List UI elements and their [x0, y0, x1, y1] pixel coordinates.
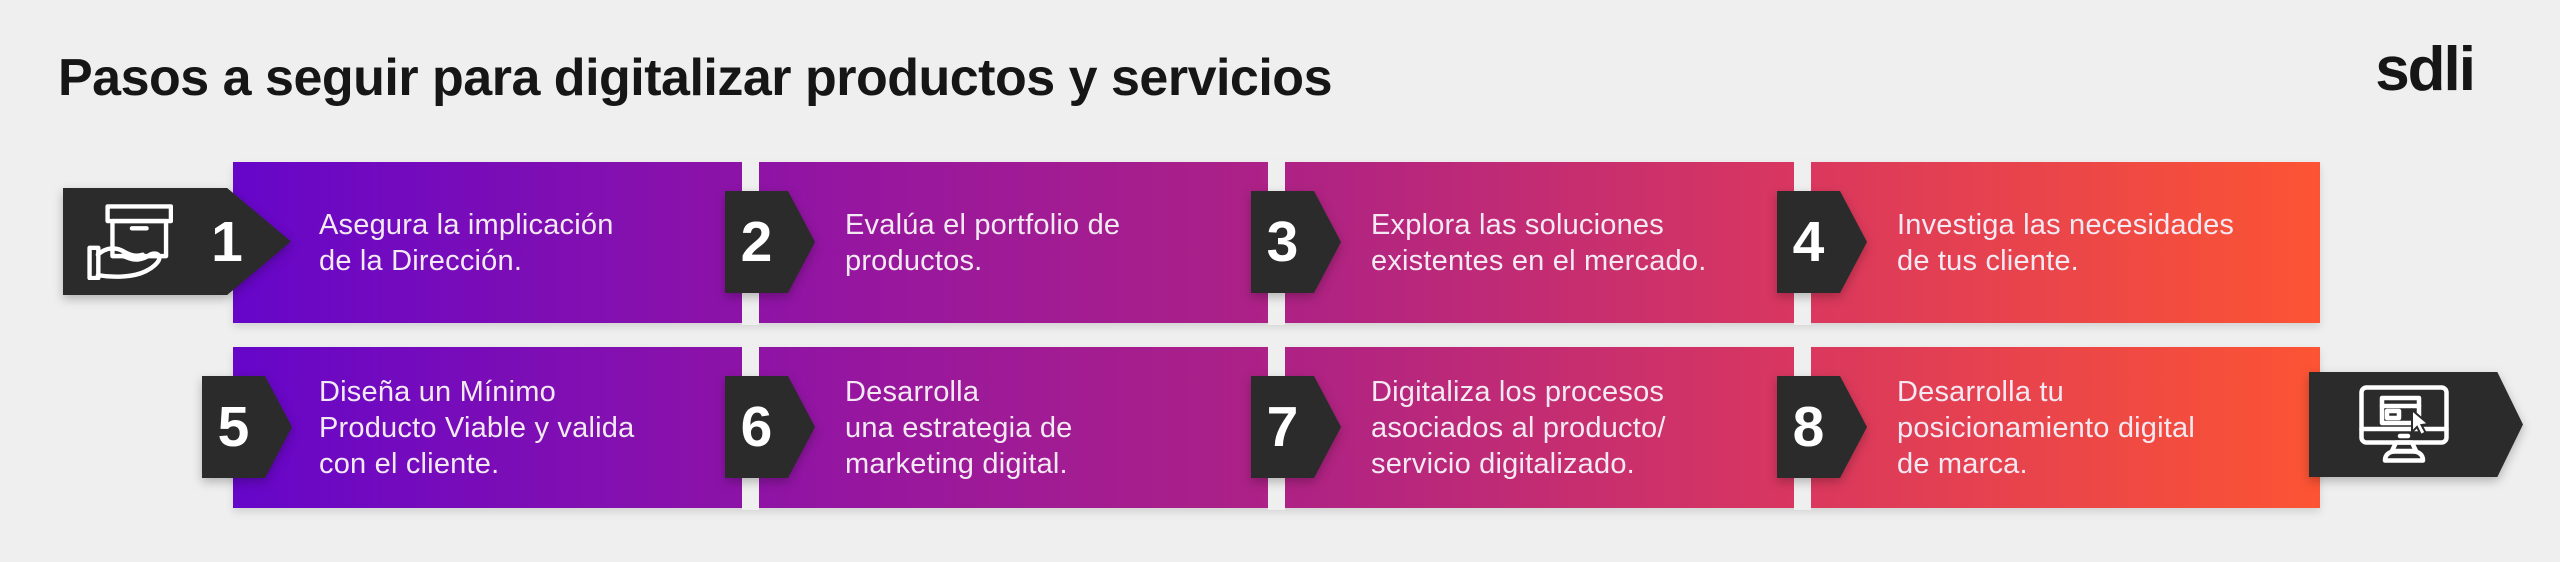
step-5-marker: 5 [202, 376, 292, 478]
step-7-marker: 7 [1251, 376, 1341, 478]
step-6-chevron: 6 [725, 376, 815, 478]
step-4-number: 4 [1792, 210, 1825, 274]
step-5-number: 5 [217, 395, 250, 459]
sdli-logo: sdli [2375, 35, 2476, 104]
end-banner-shape [2309, 372, 2523, 477]
step-3-marker: 3 [1251, 191, 1341, 293]
step-1-banner-shape: 1 [63, 188, 291, 295]
step-8-marker: 8 [1777, 376, 1867, 478]
step-2-marker: 2 [725, 191, 815, 293]
step-8-number: 8 [1792, 395, 1825, 459]
step-3-chevron: 3 [1251, 191, 1341, 293]
step-4-marker: 4 [1777, 191, 1867, 293]
step-3-number: 3 [1266, 210, 1299, 274]
step-5-chevron: 5 [202, 376, 292, 478]
monitor-click-icon [2359, 384, 2449, 463]
hand-holding-box-icon [87, 203, 173, 280]
page-title: Pasos a seguir para digitalizar producto… [58, 49, 1332, 107]
step-7-chevron: 7 [1251, 376, 1341, 478]
end-banner [2309, 372, 2523, 477]
step-6-marker: 6 [725, 376, 815, 478]
step-2-number: 2 [740, 210, 773, 274]
step-1-banner: 1 [63, 188, 291, 295]
step-4-chevron: 4 [1777, 191, 1867, 293]
step-2-chevron: 2 [725, 191, 815, 293]
step-1-number: 1 [211, 209, 243, 274]
step-6-number: 6 [740, 395, 773, 459]
step-8-chevron: 8 [1777, 376, 1867, 478]
step-7-number: 7 [1266, 395, 1299, 459]
